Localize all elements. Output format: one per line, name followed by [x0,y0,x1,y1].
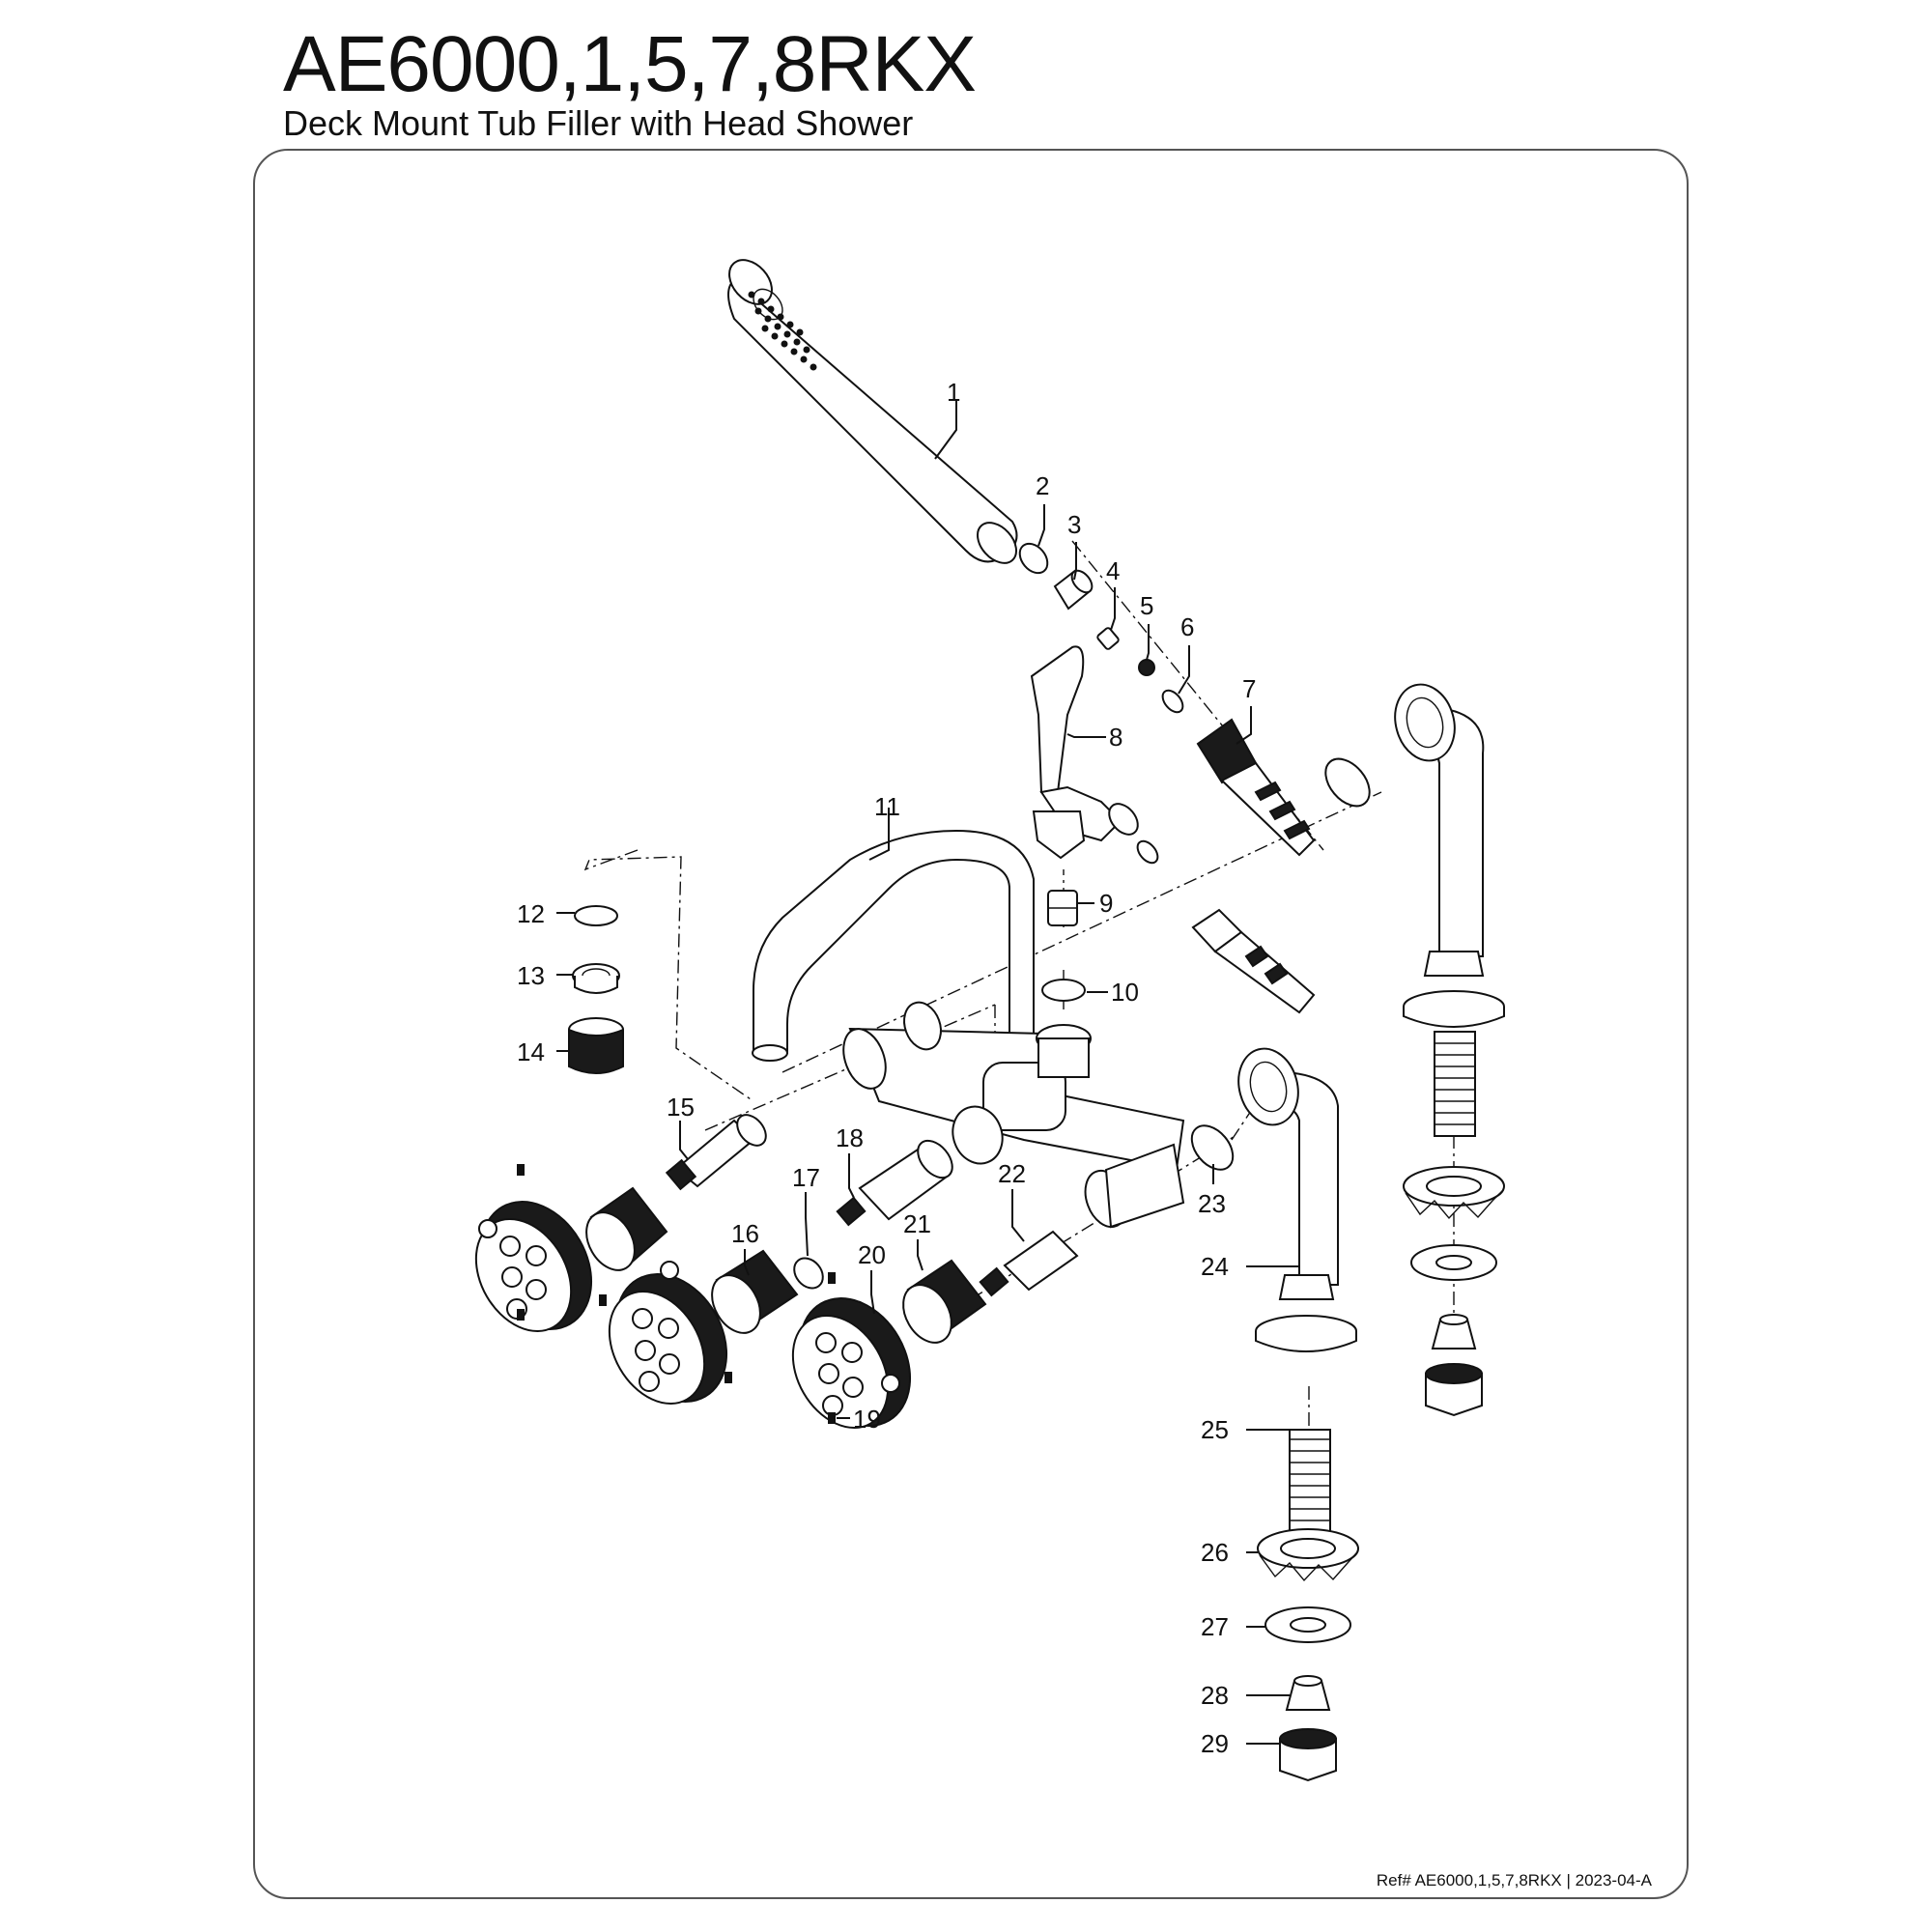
callout-21: 21 [903,1209,931,1238]
lock-washer-part-26 [1257,1528,1359,1582]
callout-6: 6 [1180,612,1194,641]
diagram-frame [253,149,1689,1899]
handle-sleeve-part-21 [902,1259,987,1344]
washer-part-23 [1190,1124,1235,1171]
callout-29: 29 [1201,1729,1229,1758]
callout-15: 15 [667,1093,695,1122]
washer-on-spout-side [1324,757,1371,808]
callout-17: 17 [792,1163,820,1192]
callout-18: 18 [836,1123,864,1152]
leader-lines [556,401,1299,1745]
callout-16: 16 [731,1219,759,1248]
insert-part-4 [1096,627,1120,650]
nut-part-29 [1279,1728,1337,1782]
hand-shower [727,259,1018,564]
lock-washer-right [1403,1166,1505,1220]
callout-14: 14 [517,1037,545,1066]
callout-labels: 1 2 3 4 5 6 7 8 9 10 11 12 13 14 15 16 1… [517,378,1256,1758]
valve-body [842,1001,1185,1229]
callout-7: 7 [1242,674,1256,703]
shower-holder-part-8 [1030,645,1139,860]
cross-handle-part-20 [791,1297,912,1430]
callout-24: 24 [1201,1252,1229,1281]
set-screws-part-19 [517,1164,836,1424]
callout-28: 28 [1201,1681,1229,1710]
washer-near-holder [1136,839,1159,865]
threaded-shank-right [1434,1031,1476,1137]
riser-right [1394,683,1505,1028]
callout-11: 11 [874,792,900,821]
callout-9: 9 [1099,889,1113,918]
ferrule-part-28 [1285,1675,1331,1711]
callout-4: 4 [1106,556,1120,585]
nut-right [1425,1363,1483,1417]
reference-number: Ref# AE6000,1,5,7,8RKX | 2023-04-A [1376,1871,1652,1889]
handle-sleeve-part-16 [711,1249,799,1334]
handle-sleeve-left [585,1186,668,1271]
nut-part-5 [1138,659,1155,676]
model-title: AE6000,1,5,7,8RKX [283,20,977,108]
callout-25: 25 [1201,1415,1229,1444]
threaded-shank-part-25 [1289,1429,1331,1537]
callout-23: 23 [1198,1189,1226,1218]
cartridge-part-15 [665,1114,767,1191]
callout-1: 1 [947,378,960,407]
callout-10: 10 [1111,978,1139,1007]
washer-part-17 [793,1257,824,1290]
hose-lower-end [1191,908,1316,1014]
cartridge-part-22 [979,1230,1079,1297]
callout-12: 12 [517,899,545,928]
flat-washer-right [1410,1244,1497,1281]
flat-washer-part-27 [1264,1606,1351,1643]
flow-restrictor-part-3 [1053,568,1094,611]
check-valve-part-9 [1047,890,1078,926]
callout-22: 22 [998,1159,1026,1188]
washer-part-6 [1161,689,1184,714]
callout-3: 3 [1067,510,1081,539]
callout-27: 27 [1201,1612,1229,1641]
callout-8: 8 [1109,723,1122,752]
callout-5: 5 [1140,591,1153,620]
product-description: Deck Mount Tub Filler with Head Shower [283,103,914,143]
ferrule-right [1431,1314,1477,1350]
callout-20: 20 [858,1240,886,1269]
cross-handle-part-20-center [608,1261,728,1406]
aerator-housing-part-14 [568,1017,624,1074]
aerator-washer-part-12 [574,905,618,926]
callout-26: 26 [1201,1538,1229,1567]
cartridge-part-18 [836,1139,953,1227]
spout-part-11 [752,829,1035,1068]
washer-part-10 [1041,979,1086,1002]
callout-13: 13 [517,961,545,990]
callout-2: 2 [1036,471,1049,500]
callout-19: 19 [853,1405,881,1434]
washer-part-2 [1018,542,1049,575]
riser-part-24 [1237,1047,1357,1352]
cross-handle-left [474,1201,593,1333]
aerator-insert-part-13 [572,963,620,994]
hose-connector-part-7 [1196,718,1316,857]
